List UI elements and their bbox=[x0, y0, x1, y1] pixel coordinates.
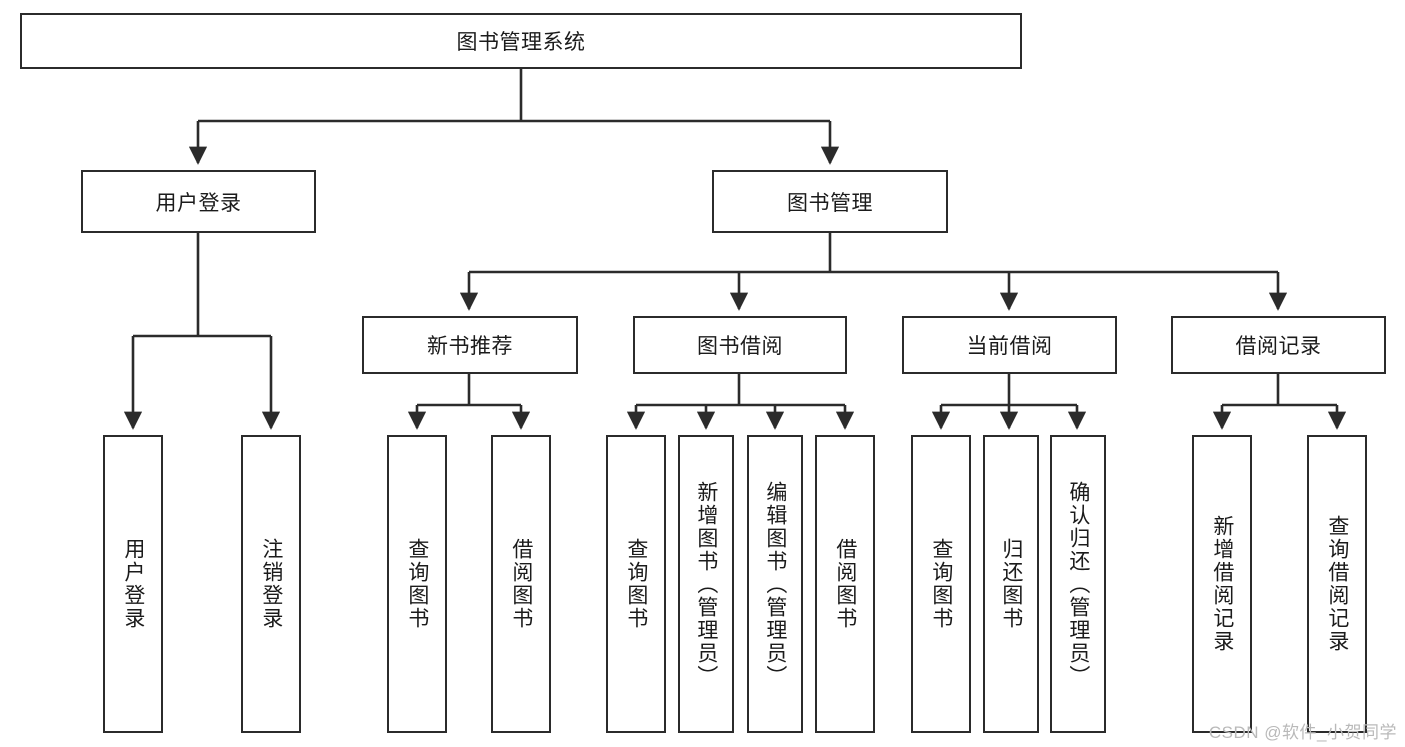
leaf-user-login-label: 用户登录 bbox=[121, 538, 145, 630]
leaf-query-book-borrow-label: 查询图书 bbox=[624, 538, 648, 630]
leaf-query-book-recommend[interactable]: 查询图书 bbox=[387, 435, 447, 733]
leaf-logout-label: 注销登录 bbox=[259, 538, 283, 630]
leaf-edit-book-admin-label: 编辑图书（管理员） bbox=[763, 480, 787, 688]
leaf-query-book-current-label: 查询图书 bbox=[929, 538, 953, 630]
node-current-borrow[interactable]: 当前借阅 bbox=[902, 316, 1117, 374]
leaf-return-book[interactable]: 归还图书 bbox=[983, 435, 1039, 733]
node-current-borrow-label: 当前借阅 bbox=[966, 335, 1053, 358]
leaf-confirm-return-admin-label: 确认归还（管理员） bbox=[1066, 480, 1090, 688]
node-new-book-recommend-label: 新书推荐 bbox=[427, 335, 513, 358]
leaf-query-borrow-record-label: 查询借阅记录 bbox=[1325, 515, 1349, 653]
leaf-add-borrow-record[interactable]: 新增借阅记录 bbox=[1192, 435, 1252, 733]
leaf-borrow-book-recommend[interactable]: 借阅图书 bbox=[491, 435, 551, 733]
leaf-borrow-book-recommend-label: 借阅图书 bbox=[509, 538, 533, 630]
leaf-query-book-borrow[interactable]: 查询图书 bbox=[606, 435, 666, 733]
leaf-query-book-current[interactable]: 查询图书 bbox=[911, 435, 971, 733]
node-book-manage-label: 图书管理 bbox=[787, 191, 873, 215]
leaf-confirm-return-admin[interactable]: 确认归还（管理员） bbox=[1050, 435, 1106, 733]
leaf-user-login[interactable]: 用户登录 bbox=[103, 435, 163, 733]
leaf-edit-book-admin[interactable]: 编辑图书（管理员） bbox=[747, 435, 803, 733]
node-borrow-record-label: 借阅记录 bbox=[1235, 335, 1322, 358]
leaf-add-book-admin[interactable]: 新增图书（管理员） bbox=[678, 435, 734, 733]
leaf-borrow-book-label: 借阅图书 bbox=[833, 538, 857, 630]
leaf-query-book-recommend-label: 查询图书 bbox=[405, 538, 429, 630]
node-book-borrow-label: 图书借阅 bbox=[697, 335, 783, 358]
node-root-label: 图书管理系统 bbox=[456, 31, 586, 54]
node-user-login-label: 用户登录 bbox=[155, 191, 242, 215]
node-new-book-recommend[interactable]: 新书推荐 bbox=[362, 316, 578, 374]
watermark: CSDN @软件_小贺同学 bbox=[1208, 723, 1397, 742]
node-user-login[interactable]: 用户登录 bbox=[81, 170, 316, 233]
leaf-add-book-admin-label: 新增图书（管理员） bbox=[694, 480, 718, 688]
leaf-query-borrow-record[interactable]: 查询借阅记录 bbox=[1307, 435, 1367, 733]
leaf-borrow-book[interactable]: 借阅图书 bbox=[815, 435, 875, 733]
leaf-logout[interactable]: 注销登录 bbox=[241, 435, 301, 733]
node-root[interactable]: 图书管理系统 bbox=[20, 13, 1022, 69]
leaf-return-book-label: 归还图书 bbox=[999, 538, 1023, 630]
node-book-borrow[interactable]: 图书借阅 bbox=[633, 316, 847, 374]
leaf-add-borrow-record-label: 新增借阅记录 bbox=[1210, 515, 1234, 653]
node-book-manage[interactable]: 图书管理 bbox=[712, 170, 948, 233]
node-borrow-record[interactable]: 借阅记录 bbox=[1171, 316, 1386, 374]
